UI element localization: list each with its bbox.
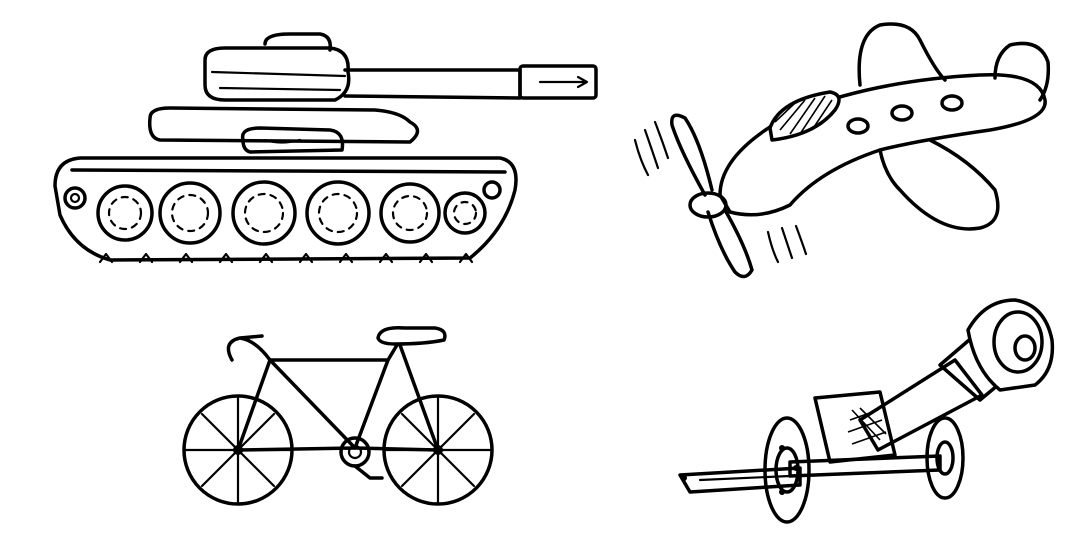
tank-icon <box>53 32 598 264</box>
cannon-icon <box>678 298 1055 524</box>
airplane-icon <box>633 22 1051 279</box>
bicycle-icon <box>182 325 494 506</box>
